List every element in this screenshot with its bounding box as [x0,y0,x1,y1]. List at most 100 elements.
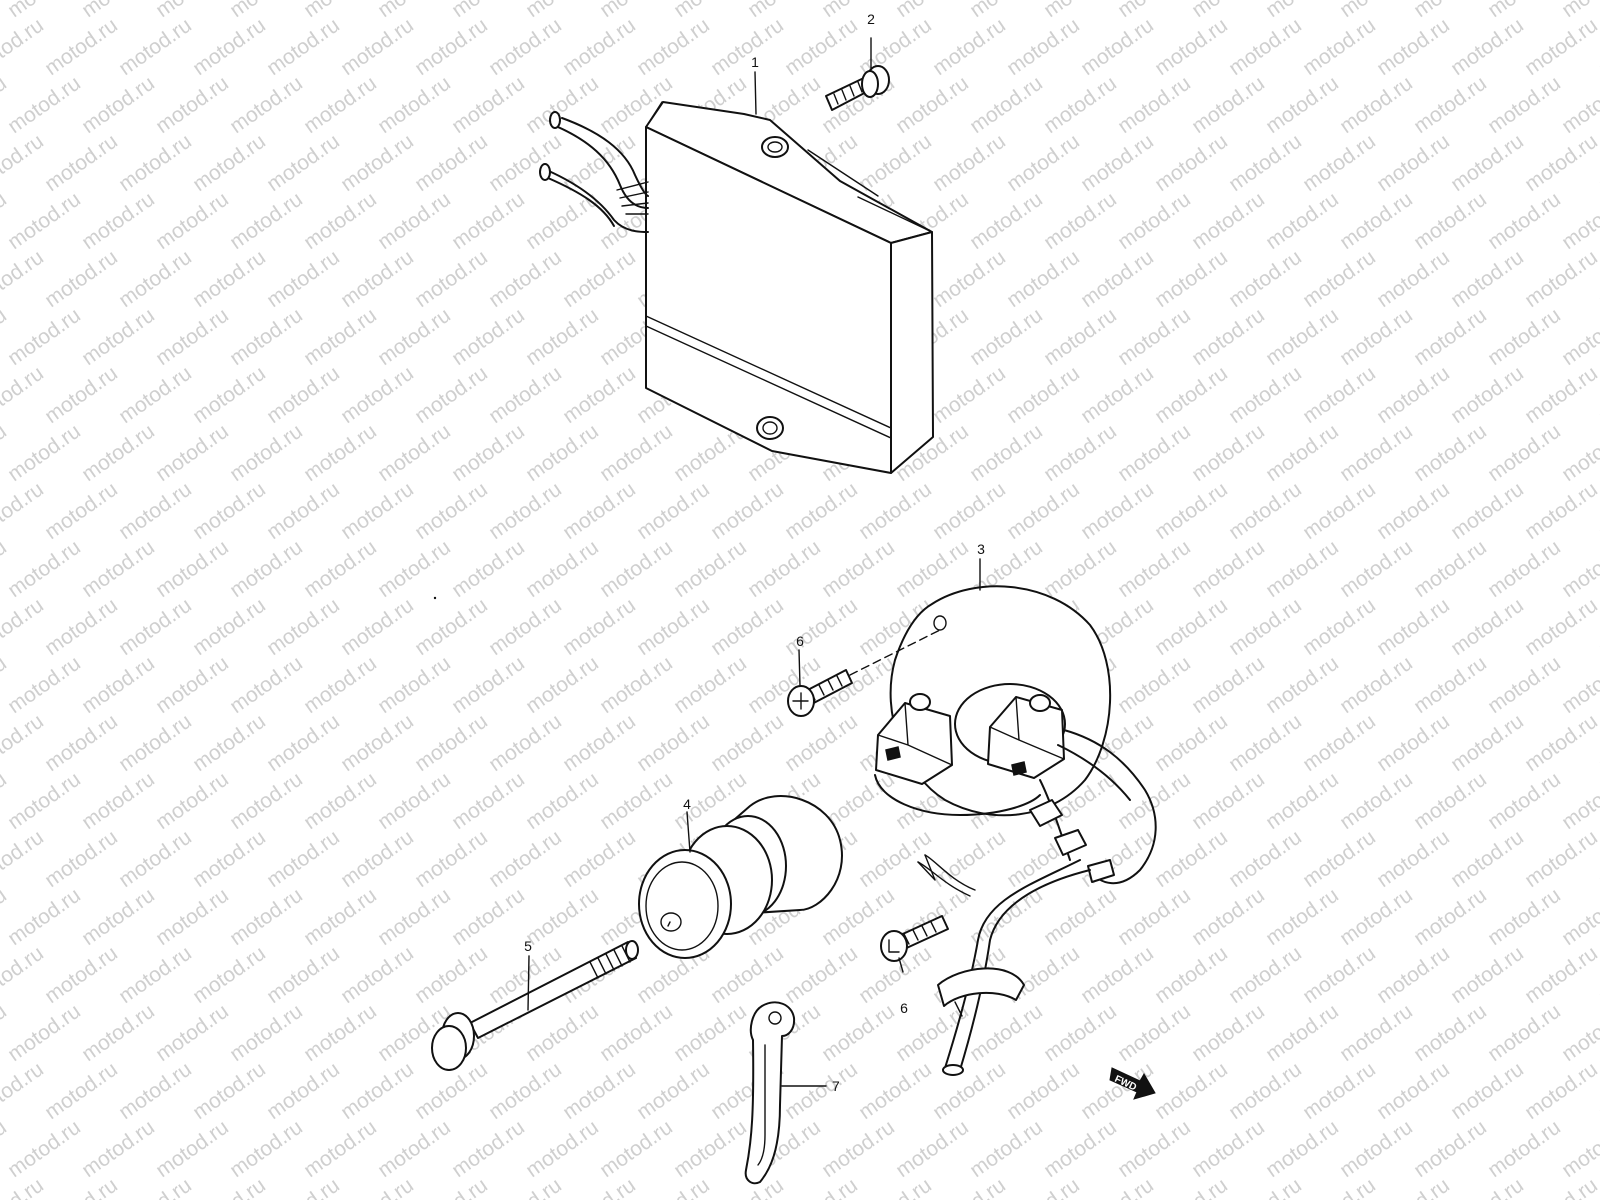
watermark-text: motod.ru [1299,1174,1380,1200]
watermark-text: motod.ru [337,14,418,80]
watermark-text: motod.ru [1114,768,1195,834]
watermark-text: motod.ru [559,246,640,312]
watermark-text: motod.ru [78,1000,159,1066]
watermark-text: motod.ru [41,1174,122,1200]
watermark-text: motod.ru [855,1058,936,1124]
watermark-text: motod.ru [226,768,307,834]
watermark-text: motod.ru [1373,478,1454,544]
watermark-text: motod.ru [1114,536,1195,602]
watermark-text: motod.ru [337,942,418,1008]
watermark-text: motod.ru [263,594,344,660]
watermark-text: motod.ru [4,304,85,370]
watermark-text: motod.ru [1040,536,1121,602]
watermark-text: motod.ru [41,246,122,312]
watermark-text: motod.ru [337,130,418,196]
watermark-text: motod.ru [1262,884,1343,950]
watermark-text: motod.ru [966,72,1047,138]
watermark-text: motod.ru [1151,1058,1232,1124]
watermark-text: motod.ru [1373,1058,1454,1124]
callout-2: 2 [867,11,875,27]
watermark-text: motod.ru [1188,72,1269,138]
watermark-text: motod.ru [1521,478,1600,544]
watermark-text: motod.ru [78,0,159,22]
watermark-text: motod.ru [0,478,48,544]
watermark-text: motod.ru [596,536,677,602]
watermark-text: motod.ru [1336,1116,1417,1182]
watermark-text: motod.ru [892,0,973,22]
watermark-text: motod.ru [337,246,418,312]
watermark-text: motod.ru [1225,362,1306,428]
watermark-text: motod.ru [966,0,1047,22]
watermark-text: motod.ru [374,304,455,370]
watermark-text: motod.ru [300,1116,381,1182]
watermark-text: motod.ru [485,594,566,660]
watermark-text: motod.ru [929,1174,1010,1200]
watermark-text: motod.ru [1336,188,1417,254]
watermark-text: motod.ru [41,942,122,1008]
watermark-text: motod.ru [115,14,196,80]
watermark-text: motod.ru [1336,768,1417,834]
watermark-text: motod.ru [855,130,936,196]
watermark-text: motod.ru [1558,304,1600,370]
watermark-text: motod.ru [1373,710,1454,776]
watermark-text: motod.ru [263,710,344,776]
watermark-text: motod.ru [559,1058,640,1124]
watermark-text: motod.ru [1225,594,1306,660]
watermark-text: motod.ru [411,1174,492,1200]
watermark-text: motod.ru [152,420,233,486]
watermark-text: motod.ru [41,130,122,196]
watermark-text: motod.ru [670,1000,751,1066]
watermark-text: motod.ru [448,0,529,22]
watermark-text: motod.ru [1299,130,1380,196]
watermark-text: motod.ru [1262,536,1343,602]
watermark-text: motod.ru [1484,304,1565,370]
watermark-text: motod.ru [1151,826,1232,892]
watermark-text: motod.ru [1521,710,1600,776]
watermark-text: motod.ru [448,420,529,486]
watermark-text: motod.ru [522,652,603,718]
watermark-text: motod.ru [1447,710,1528,776]
watermark-text: motod.ru [1188,420,1269,486]
watermark-text: motod.ru [818,536,899,602]
watermark-text: motod.ru [41,362,122,428]
watermark-text: motod.ru [559,826,640,892]
watermark-text: motod.ru [1521,1058,1600,1124]
watermark-text: motod.ru [1410,536,1491,602]
watermark-text: motod.ru [781,1174,862,1200]
watermark-text: motod.ru [1262,1000,1343,1066]
watermark-text: motod.ru [522,304,603,370]
watermark-text: motod.ru [337,1174,418,1200]
watermark-text: motod.ru [1410,304,1491,370]
watermark-text: motod.ru [411,478,492,544]
watermark-text: motod.ru [263,478,344,544]
watermark-text: motod.ru [781,942,862,1008]
watermark-text: motod.ru [152,304,233,370]
watermark-text: motod.ru [1521,14,1600,80]
watermark-text: motod.ru [448,72,529,138]
watermark-text: motod.ru [633,594,714,660]
watermark-text: motod.ru [1077,942,1158,1008]
watermark-text: motod.ru [855,1174,936,1200]
watermark-text: motod.ru [115,362,196,428]
watermark-text: motod.ru [1225,130,1306,196]
watermark-text: motod.ru [559,14,640,80]
watermark-text: motod.ru [1484,536,1565,602]
watermark-text: motod.ru [1299,362,1380,428]
watermark-text: motod.ru [522,536,603,602]
watermark-text: motod.ru [0,362,48,428]
watermark-text: motod.ru [300,768,381,834]
watermark-text: motod.ru [1521,362,1600,428]
watermark-text: motod.ru [485,14,566,80]
watermark-text: motod.ru [1484,420,1565,486]
watermark-text: motod.ru [1151,14,1232,80]
watermark-text: motod.ru [226,420,307,486]
watermark-text: motod.ru [1151,942,1232,1008]
watermark-text: motod.ru [1151,130,1232,196]
watermark-text: motod.ru [226,536,307,602]
watermark-text: motod.ru [818,1000,899,1066]
part-4-bushing [638,795,843,959]
watermark-text: motod.ru [152,1000,233,1066]
watermark-text: motod.ru [1114,0,1195,22]
watermark-text: motod.ru [1188,652,1269,718]
watermark-text: motod.ru [448,768,529,834]
